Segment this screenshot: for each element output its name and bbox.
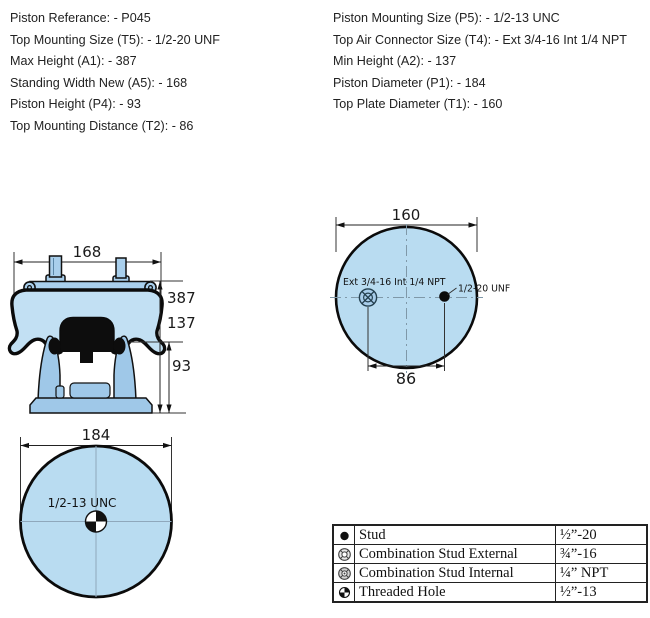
side-max-height-dim: 387 (167, 289, 196, 307)
spec-line: Max Height (A1): - 387 (10, 54, 137, 69)
table-row: Stud ½”-20 (332, 524, 648, 545)
stud-symbol (439, 291, 450, 302)
legend-size: ¾”-16 (555, 544, 648, 564)
spec-line: Piston Diameter (P1): - 184 (333, 75, 486, 90)
spec-line: Piston Mounting Size (P5): - 1/2-13 UNC (333, 11, 560, 25)
piston (61, 318, 113, 363)
spec-line: Top Mounting Size (T5): - 1/2-20 UNF (10, 32, 220, 47)
spec-line: Top Mounting Distance (T2): - 86 (10, 118, 194, 133)
table-row: Threaded Hole ½”-13 (332, 582, 648, 603)
threaded-hole-icon (332, 582, 355, 603)
combination-stud-internal-icon (332, 563, 355, 583)
side-view-drawing: 168 (7, 243, 196, 414)
combination-stud-symbol (358, 288, 378, 307)
combination-stud-external-icon (332, 544, 355, 564)
legend-size: ½”-20 (555, 524, 648, 545)
spec-line: Standing Width New (A5): - 168 (10, 75, 188, 90)
legend-name: Stud (354, 524, 556, 545)
bellows-roll-right (113, 337, 126, 355)
table-row: Combination Stud External ¾”-16 (332, 544, 648, 564)
mounting-stud-right (112, 257, 130, 284)
table-row: Combination Stud Internal ¼” NPT (332, 563, 648, 583)
mount-distance-dim: 86 (396, 369, 416, 388)
side-min-height-dim: 137 (167, 314, 196, 332)
bellows-roll-left (48, 337, 61, 355)
spec-line: Top Plate Diameter (T1): - 160 (333, 97, 503, 112)
piston-diameter-dim: 184 (82, 426, 111, 444)
threaded-hole-symbol (84, 510, 108, 533)
piston-view-drawing: 184 1/2-13 UNC (19, 426, 173, 599)
legend-name: Combination Stud Internal (354, 563, 556, 583)
legend-name: Threaded Hole (354, 582, 556, 603)
spec-line: Piston Referance: - P045 (10, 11, 151, 25)
piston-thread-label: 1/2-13 UNC (48, 496, 117, 510)
legend-size: ½”-13 (555, 582, 648, 603)
mounting-stud-left (45, 255, 66, 284)
spec-line: Piston Height (P4): - 93 (10, 97, 141, 112)
spec-list-left: Piston Referance: - P045 Top Mounting Si… (10, 8, 220, 138)
spec-list-right: Piston Mounting Size (P5): - 1/2-13 UNC … (333, 8, 627, 116)
spec-line: Min Height (A2): - 137 (333, 54, 457, 69)
stud-icon (332, 524, 355, 545)
top-plate-diameter-dim: 160 (392, 206, 421, 224)
legend-size: ¼” NPT (555, 563, 648, 583)
air-connector-label: Ext 3/4-16 Int 1/4 NPT (343, 277, 446, 288)
legend-name: Combination Stud External (354, 544, 556, 564)
stud-size-label: 1/2-20 UNF (458, 284, 510, 295)
centerlines (330, 224, 483, 373)
top-view-drawing: 160 Ext 3/4-16 Int 1/4 NPT 1/2-20 UNF 86 (330, 206, 510, 388)
spec-line: Top Air Connector Size (T4): - Ext 3/4-1… (333, 32, 627, 47)
thread-legend-table: Stud ½”-20 Combination Stud External ¾”-… (332, 524, 648, 603)
side-piston-height-dim: 93 (172, 357, 191, 375)
side-top-width-dim: 168 (73, 243, 102, 261)
